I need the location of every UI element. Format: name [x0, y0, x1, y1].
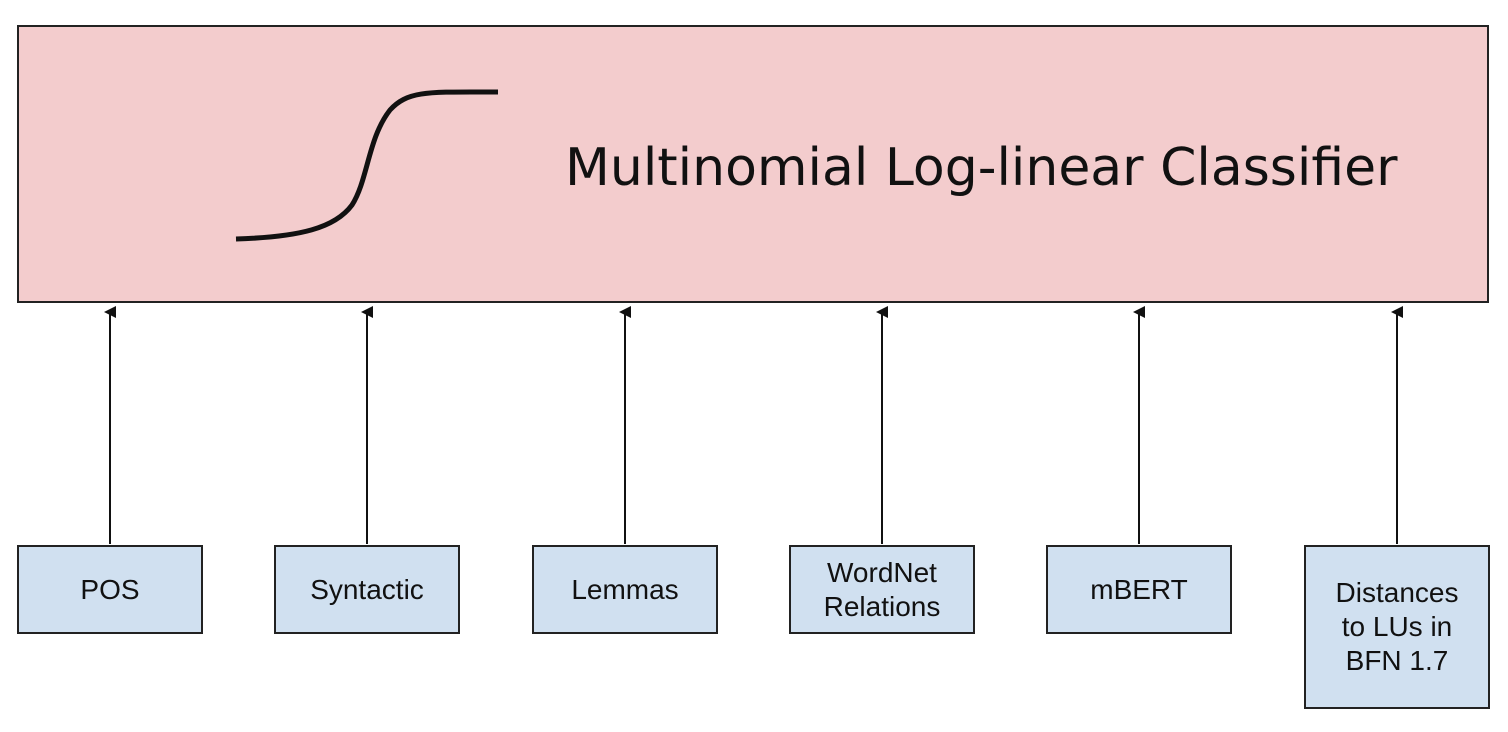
feature-box-syntactic: Syntactic [274, 545, 460, 634]
feature-box-lemmas: Lemmas [532, 545, 718, 634]
classifier-box [17, 25, 1489, 303]
feature-box-pos: POS [17, 545, 203, 634]
feature-box-mbert: mBERT [1046, 545, 1232, 634]
feature-box-distances: Distances to LUs in BFN 1.7 [1304, 545, 1490, 709]
feature-box-wordnet: WordNet Relations [789, 545, 975, 634]
classifier-title: Multinomial Log-linear Classifier [565, 138, 1398, 198]
sigmoid-curve-icon [235, 89, 499, 242]
